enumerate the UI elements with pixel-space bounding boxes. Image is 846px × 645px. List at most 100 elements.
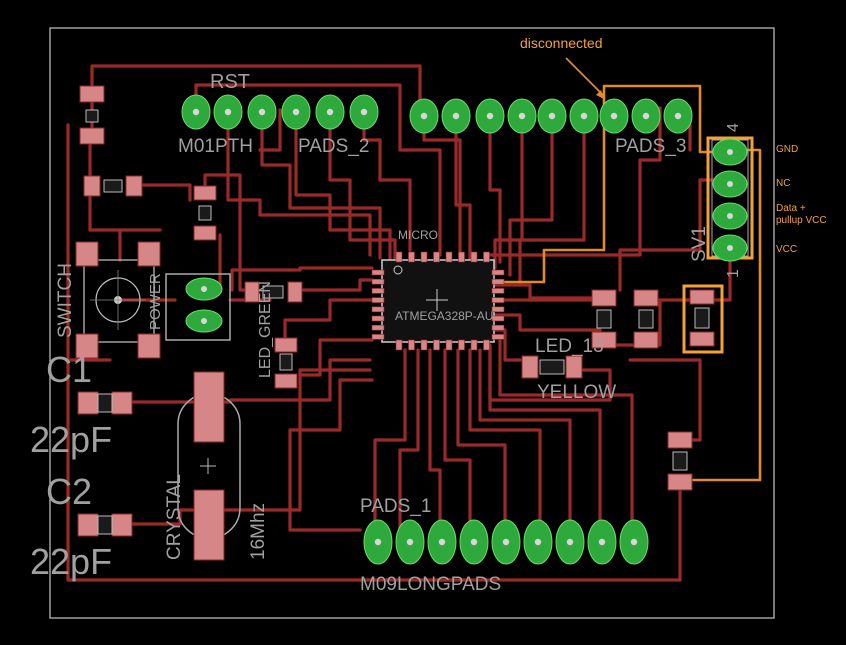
sv1-pad-drill (727, 245, 733, 251)
label-rst: RST (210, 71, 250, 93)
label-atmega: ATMEGA328P-AU (395, 309, 493, 323)
pads-1-pad-drill (598, 538, 606, 546)
chip-pin (491, 288, 505, 294)
chip-pin (371, 324, 385, 331)
pads-1-pad-drill (534, 538, 542, 546)
chip-pin (491, 297, 505, 303)
label-led-green: LED_GREEN (257, 281, 274, 378)
chip-pin (491, 315, 505, 322)
chip-pin (491, 334, 505, 340)
label-pads-3: PADS_3 (615, 136, 686, 157)
chip-pin (470, 251, 478, 263)
power-header (165, 273, 231, 341)
annotation-overlay: disconnected GND NC Data + pullup VCC VC… (498, 35, 827, 482)
sv1-pad-drill (727, 149, 733, 155)
pads-3-pad-drill (518, 112, 526, 120)
chip-pin (408, 251, 415, 263)
pads-1-pad-drill (630, 538, 638, 546)
pads-2-pad-drill (326, 108, 334, 116)
label-pads-2: PADS_2 (298, 136, 369, 157)
pads-3-connector (409, 98, 693, 134)
label-m09longpads: M09LONGPADS (360, 574, 501, 595)
sv1-pad-drill (727, 213, 733, 219)
sv1-connector (711, 138, 749, 262)
smd-components (77, 85, 715, 537)
atmega-chip (371, 251, 505, 351)
pads-3-pad-drill (580, 112, 588, 120)
chip-pin (371, 306, 385, 313)
chip-pin (433, 339, 440, 351)
pads-3-pad-drill (642, 112, 650, 120)
chip-pin (458, 339, 465, 351)
chip-pin (491, 278, 505, 285)
label-crystal-value: 16Mhz (248, 503, 269, 560)
label-c1-value: 22pF (30, 419, 112, 460)
annotation-disconnected: disconnected (520, 35, 603, 51)
pads-1-pad-drill (374, 538, 382, 546)
label-c1: C1 (46, 349, 92, 390)
switch-component (75, 241, 161, 359)
annotation-nc: NC (776, 178, 790, 189)
label-crystal: CRYSTAL (164, 474, 185, 560)
annotation-vcc: VCC (776, 244, 797, 255)
chip-pin (491, 324, 505, 331)
pads-3-pad-drill (610, 112, 618, 120)
label-pads-1: PADS_1 (360, 496, 431, 517)
label-sv1: SV1 (689, 226, 710, 262)
chip-pin (371, 297, 385, 303)
chip-pin (483, 339, 490, 351)
chip-pin (420, 339, 428, 351)
traces (66, 64, 732, 582)
label-micro: MICRO (398, 228, 438, 242)
chip-pin (408, 339, 415, 351)
label-c2: C2 (46, 471, 92, 512)
pads-1-pad-drill (470, 538, 478, 546)
label-c2-value: 22pF (30, 541, 112, 582)
chip-pin (420, 251, 428, 263)
chip-pin (395, 339, 403, 351)
chip-pin (470, 339, 478, 351)
chip-pin (445, 339, 453, 351)
chip-pin (371, 269, 385, 276)
pads-1-pad-drill (438, 538, 446, 546)
pads-1-pad-drill (566, 538, 574, 546)
chip-pin (491, 269, 505, 276)
pads-3-pad-drill (486, 112, 494, 120)
pads-3-pad-drill (548, 112, 556, 120)
pads-1-connector (363, 519, 649, 565)
label-yellow: YELLOW (537, 382, 616, 403)
label-m01pth: M01PTH (178, 136, 253, 157)
label-switch: SWITCH (55, 263, 76, 338)
pads-2-pad-drill (292, 108, 300, 116)
chip-pin (371, 315, 385, 322)
chip-pin (371, 288, 385, 294)
pads-3-pad-drill (674, 112, 682, 120)
pads-2-pad-drill (360, 108, 368, 116)
chip-pin (371, 278, 385, 285)
annotation-data: Data + (776, 203, 806, 214)
chip-pin (445, 251, 453, 263)
crystal-component (177, 371, 241, 561)
chip-pin (491, 306, 505, 313)
pads-2-connector (181, 94, 379, 130)
pads-2-pad-drill (258, 108, 266, 116)
pads-1-pad-drill (502, 538, 510, 546)
label-sv1-pin4: 4 (725, 123, 742, 132)
label-led-13: LED_13 (535, 336, 604, 357)
pads-3-pad-drill (452, 112, 460, 120)
pads-2-pad-drill (192, 108, 200, 116)
chip-pin (371, 334, 385, 340)
annotation-gnd: GND (776, 144, 798, 155)
pads-3-pad-drill (420, 112, 428, 120)
annotation-data-pullup: pullup VCC (776, 215, 827, 226)
resistor-highlight-box (682, 284, 724, 354)
chip-pin (433, 251, 440, 263)
sv1-pad-drill (727, 181, 733, 187)
chip-pin (483, 251, 490, 263)
label-power: POWER (147, 273, 164, 330)
pads-2-pad-drill (224, 108, 232, 116)
chip-pin (458, 251, 465, 263)
board-outline (49, 27, 775, 619)
chip-pin (395, 251, 403, 263)
